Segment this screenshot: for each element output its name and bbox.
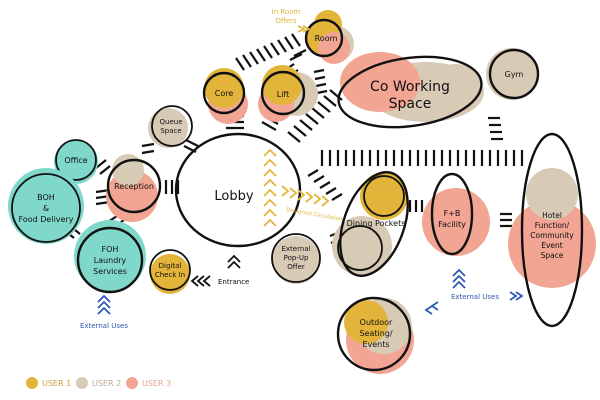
- node-co-working-space[interactable]: Co Working Space: [334, 48, 486, 135]
- popup-label-1: External: [281, 245, 310, 253]
- hotel-label-5: Space: [541, 251, 564, 260]
- node-gym[interactable]: Gym: [486, 48, 540, 100]
- node-digital-check-in[interactable]: Digital Check In: [149, 249, 191, 294]
- designed-circulation-vertical: [263, 148, 277, 227]
- queue-label-1: Queue: [160, 118, 183, 126]
- legend-swatch-user2: [76, 377, 88, 389]
- external-uses-hotel-arrows: [509, 291, 524, 301]
- hotel-label-1: Hotel: [542, 211, 562, 220]
- outdoor-label-1: Outdoor: [360, 318, 393, 327]
- connector-reception-queue: [141, 142, 155, 155]
- in-room-offers-label-2: Offers: [275, 17, 297, 25]
- legend-swatch-user3: [126, 377, 138, 389]
- foh-label-1: FOH: [102, 245, 119, 254]
- boh-label-2: &: [43, 204, 49, 213]
- entrance-left-arrows: [190, 275, 211, 287]
- legend-label-user1: USER 1: [42, 379, 71, 388]
- in-room-offers-arrows: [297, 25, 311, 33]
- hotel-label-2: Function/: [535, 221, 570, 230]
- legend-swatch-user1: [26, 377, 38, 389]
- node-reception[interactable]: Reception: [106, 154, 162, 222]
- legend: USER 1 USER 2 USER 3: [26, 377, 171, 389]
- external-uses-fb-arrows: [452, 268, 466, 289]
- connector-core-room: [235, 33, 301, 71]
- connector-fb-hotel: [500, 212, 512, 228]
- dining-label: Dining Pockets: [347, 219, 406, 228]
- node-hotel-function[interactable]: Hotel Function/ Community Event Space: [508, 132, 596, 328]
- gym-label: Gym: [505, 70, 524, 79]
- node-boh-food-delivery[interactable]: BOH & Food Delivery: [8, 168, 84, 244]
- in-room-offers-label-1: In Room: [272, 8, 301, 16]
- node-queue-space[interactable]: Queue Space: [148, 105, 193, 148]
- legend-label-user3: USER 3: [142, 379, 171, 388]
- popup-label-3: Offer: [287, 263, 305, 271]
- check-in-label-1: Digital: [159, 262, 182, 270]
- co-working-label-2: Space: [389, 96, 432, 112]
- hotel-label-4: Event: [541, 241, 563, 250]
- entrance-label: Entrance: [218, 278, 249, 286]
- reception-label: Reception: [114, 182, 154, 191]
- entrance-up-arrows: [227, 254, 241, 269]
- node-lift[interactable]: Lift: [258, 65, 318, 122]
- external-uses-left-arrows: [97, 294, 111, 315]
- connector-reception-lobby: [164, 180, 180, 194]
- fb-label-1: F+B: [444, 209, 461, 218]
- node-foh-laundry[interactable]: FOH Laundry Services: [74, 220, 146, 294]
- lobby-label: Lobby: [214, 189, 253, 204]
- connector-lobby-coworking: [287, 89, 343, 143]
- node-lobby[interactable]: Lobby: [174, 132, 302, 248]
- foh-label-3: Services: [93, 267, 127, 276]
- connector-gym-corridor: [488, 116, 503, 141]
- boh-label-1: BOH: [37, 193, 55, 202]
- lift-label: Lift: [277, 90, 290, 99]
- connector-office-reception: [95, 159, 111, 175]
- boh-label-3: Food Delivery: [19, 215, 74, 224]
- hotel-label-3: Community: [530, 231, 574, 240]
- node-external-popup[interactable]: External Pop-Up Offer: [271, 233, 321, 284]
- connector-dining-fb: [408, 200, 424, 212]
- queue-label-2: Space: [160, 127, 181, 135]
- connector-lobby-corridor: [320, 150, 524, 166]
- node-outdoor-seating[interactable]: Outdoor Seating/ Events: [336, 296, 414, 374]
- room-label: Room: [315, 34, 338, 43]
- legend-label-user2: USER 2: [92, 379, 121, 388]
- co-working-label-1: Co Working: [370, 79, 450, 95]
- check-in-label-2: Check In: [155, 271, 185, 279]
- node-room[interactable]: Room: [304, 10, 354, 64]
- node-core[interactable]: Core: [202, 68, 248, 124]
- node-fb-facility[interactable]: F+B Facility: [422, 172, 490, 256]
- connector-lift-coworking: [313, 68, 328, 95]
- outdoor-label-2: Seating/: [359, 329, 392, 338]
- fb-label-2: Facility: [438, 220, 466, 229]
- designed-circulation-horizontal: [281, 185, 330, 207]
- external-uses-left-label: External Uses: [80, 322, 128, 330]
- connector-lobby-dining: [307, 169, 343, 201]
- external-uses-outdoor-arrows: [424, 301, 439, 315]
- office-label: Office: [64, 156, 87, 165]
- popup-label-2: Pop-Up: [284, 254, 309, 262]
- foh-label-2: Laundry: [94, 256, 127, 265]
- outdoor-label-3: Events: [362, 340, 389, 349]
- external-uses-right-label: External Uses: [451, 293, 499, 301]
- node-office[interactable]: Office: [54, 139, 98, 184]
- node-dining-pockets[interactable]: Dining Pockets: [327, 163, 420, 285]
- core-label: Core: [215, 89, 234, 98]
